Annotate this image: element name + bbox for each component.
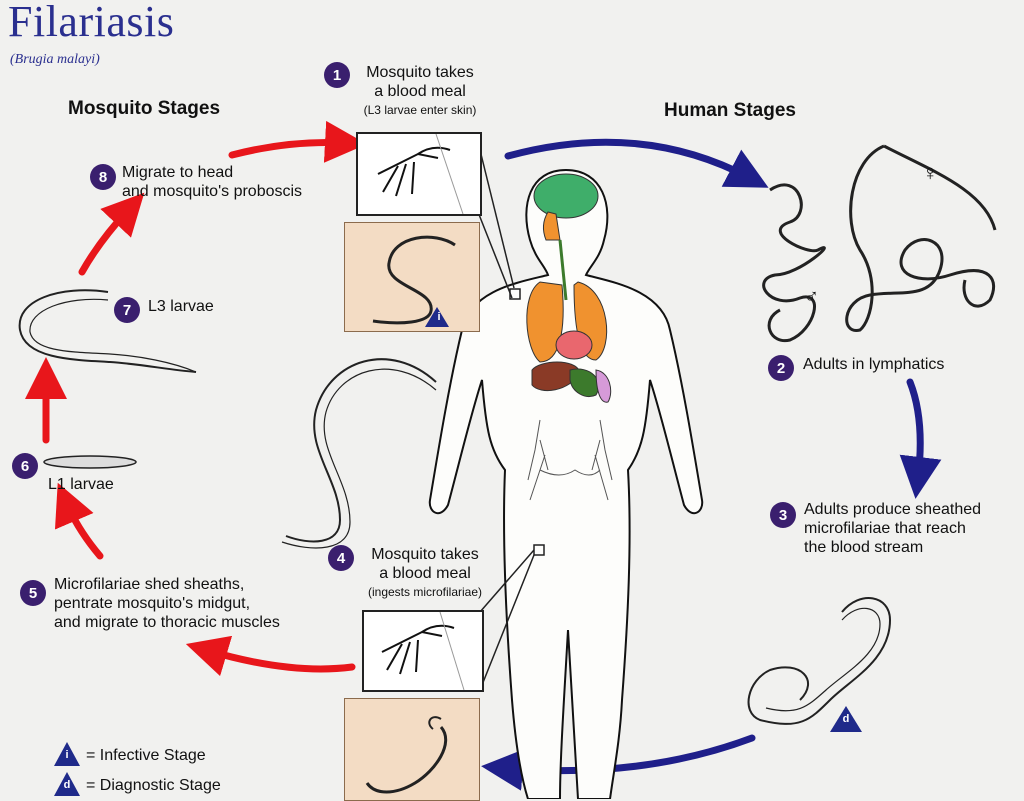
l1-larva [43, 455, 137, 469]
step-1-badge: 1 [324, 62, 350, 88]
step-4-line-2: a blood meal [379, 565, 471, 582]
arrow-1-to-2 [504, 138, 769, 188]
l3-larva-in-skin-icon [372, 235, 456, 327]
mosquito-bite-box-top [356, 132, 482, 216]
microfilaria-in-skin-icon [365, 716, 448, 794]
step-8-badge: 8 [90, 164, 116, 190]
legend-infective-marker [54, 742, 80, 766]
microfilaria-large-worm [281, 358, 437, 549]
step-2-text: Adults in lymphatics [803, 356, 945, 373]
step-2-badge: 2 [768, 355, 794, 381]
step-5-badge: 5 [20, 580, 46, 606]
step-8-line-2: and mosquito's proboscis [122, 183, 303, 200]
step-3-text: Adults produce sheathed microfilariae th… [804, 500, 981, 557]
female-symbol: ♀ [922, 160, 939, 185]
step-6-badge: 6 [12, 453, 38, 479]
arrow-8-to-1 [228, 120, 367, 163]
mosquito-cycle-arrows [25, 120, 367, 677]
l3-larva-skin-panel: i [344, 222, 480, 332]
heart [555, 330, 593, 360]
mosquito-icon-bottom [381, 612, 465, 690]
infective-marker-label: i [437, 311, 441, 323]
step-4-line-1: Mosquito takes [371, 546, 479, 563]
lung-left [526, 281, 564, 363]
human-stages-heading: Human Stages [664, 100, 796, 121]
brain [533, 173, 599, 219]
step-1-line-2: a blood meal [374, 83, 466, 100]
adult-worms [762, 144, 997, 343]
step-5-line-2: pentrate mosquito's midgut, [54, 595, 251, 612]
arrow-4-to-5 [185, 635, 356, 677]
arrow-2-to-3 [899, 378, 942, 499]
step-1-line-1: Mosquito takes [366, 64, 474, 81]
step-7-badge: 7 [114, 297, 140, 323]
page-title: Filariasis [8, 0, 175, 46]
mosquito-stages-heading: Mosquito Stages [68, 98, 221, 119]
lymph-vessels [527, 419, 613, 501]
stomach [569, 368, 600, 397]
step-4-note: (ingests microfilariae) [367, 585, 483, 599]
l3-larva-worm [18, 289, 197, 373]
step-8-text: Migrate to head and mosquito's proboscis [122, 163, 302, 201]
page-subtitle: (Brugia malayi) [10, 52, 100, 67]
step-1-text: Mosquito takes a blood meal (L3 larvae e… [350, 63, 490, 120]
human-body-figure [428, 168, 704, 799]
organs [526, 173, 612, 403]
step-3-badge: 3 [770, 502, 796, 528]
step-4-badge: 4 [328, 545, 354, 571]
mosquito-icon-top [377, 134, 464, 214]
arrow-7-to-8 [78, 192, 145, 276]
esophagus [558, 239, 568, 301]
infective-stage-marker [425, 307, 449, 327]
legend-diagnostic-text: = Diagnostic Stage [86, 777, 221, 794]
male-worm [762, 183, 826, 343]
female-worm [845, 144, 997, 332]
legend-diagnostic-marker [54, 772, 80, 796]
step-4-text: Mosquito takes a blood meal (ingests mic… [350, 545, 500, 602]
microfilaria-skin-panel [344, 698, 480, 801]
intestine [595, 369, 612, 403]
step-6-text: L1 larvae [48, 476, 114, 493]
step-5-line-3: and migrate to thoracic muscles [54, 614, 280, 631]
male-symbol: ♂ [804, 286, 819, 308]
legend-infective-symbol: i [65, 749, 69, 761]
legend-diagnostic-symbol: d [63, 779, 71, 791]
diagnostic-stage-marker [830, 706, 862, 732]
step-8-line-1: Migrate to head [122, 164, 234, 181]
step-3-line-1: Adults produce sheathed [804, 501, 982, 518]
throat [542, 211, 561, 241]
step-3-line-2: microfilariae that reach [804, 520, 966, 537]
legend-infective-text: = Infective Stage [86, 747, 206, 764]
step-7-text: L3 larvae [148, 298, 214, 315]
diagnostic-marker-label: d [842, 713, 850, 725]
step-5-line-1: Microfilariae shed sheaths, [54, 576, 245, 593]
callout-lines [477, 141, 545, 691]
step-3-line-3: the blood stream [804, 539, 924, 556]
mosquito-bite-box-bottom [362, 610, 484, 692]
arrow-5-to-6 [54, 482, 104, 560]
step-1-note: (L3 larvae enter skin) [363, 103, 477, 117]
step-5-text: Microfilariae shed sheaths, pentrate mos… [54, 575, 280, 632]
sheathed-microfilaria [747, 597, 892, 725]
